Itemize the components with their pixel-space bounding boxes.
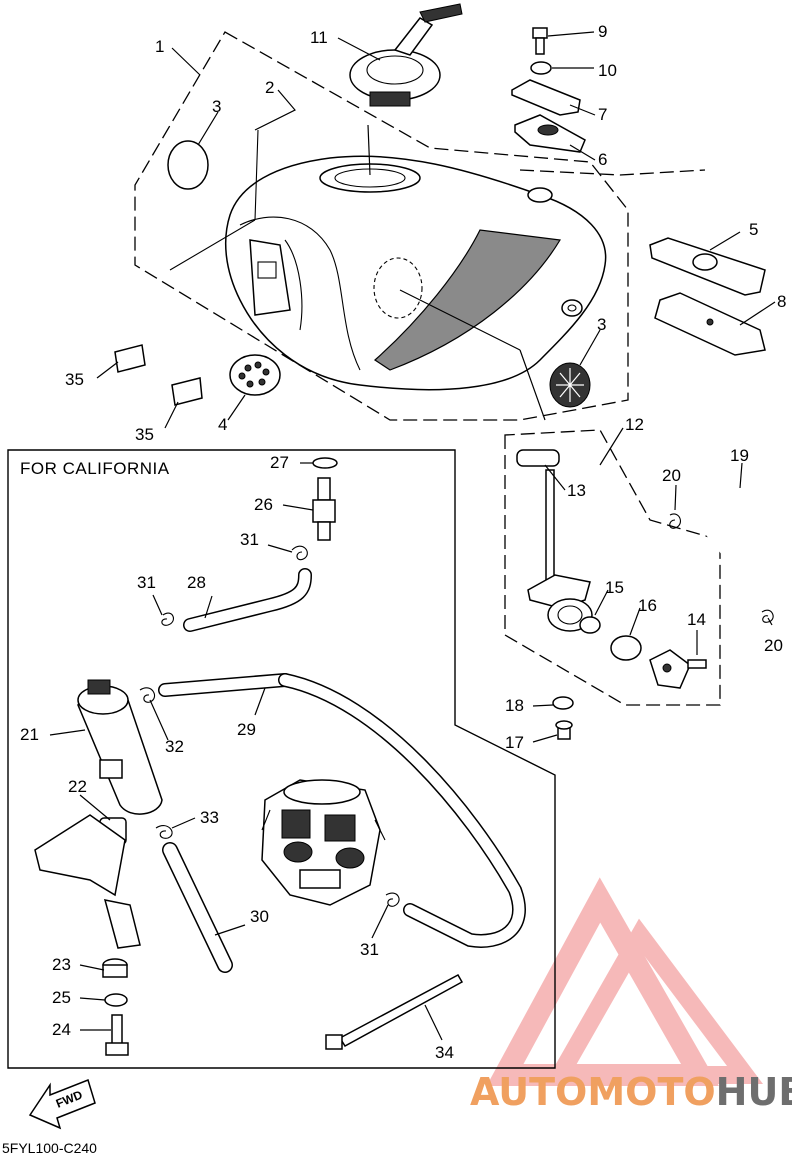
callout-32: 32 (165, 737, 184, 756)
clip-31-upper (291, 545, 308, 561)
callout-22: 22 (68, 777, 87, 796)
callout-9: 9 (598, 22, 607, 41)
callout-17: 17 (505, 733, 524, 752)
damper-strip-8 (654, 292, 766, 356)
fwd-arrow: FWD (28, 1079, 96, 1130)
washer-25 (104, 993, 128, 1007)
watermark-text-auto: AUTO (470, 1070, 587, 1114)
callout-21: 21 (20, 725, 39, 744)
callout-26: 26 (254, 495, 273, 514)
damper-rubber (229, 354, 281, 396)
fuel-filter-26 (312, 477, 336, 541)
seat-bracket-5 (649, 237, 766, 296)
callout-34: 34 (435, 1043, 454, 1062)
clip-33 (155, 825, 173, 839)
gasket-13 (516, 449, 560, 467)
bolt-24 (105, 1014, 129, 1056)
screw-17 (555, 720, 573, 740)
callout-12: 12 (625, 415, 644, 434)
callout-35-lower: 35 (135, 425, 154, 444)
callout-6: 6 (598, 150, 607, 169)
callout-7: 7 (598, 105, 607, 124)
pump-bracket (34, 814, 126, 897)
fuel-tank (224, 155, 607, 391)
callout-3-emblem-left: 3 (212, 97, 221, 116)
callout-30: 30 (250, 907, 269, 926)
callout-25: 25 (52, 988, 71, 1007)
california-box (7, 449, 556, 1069)
callout-20-lower: 20 (764, 636, 783, 655)
watermark: AUTOMOTOHUB (470, 877, 792, 1114)
callout-4: 4 (218, 415, 227, 434)
tank-side-trim (169, 129, 259, 271)
bracket-assembly-boundary (519, 169, 706, 176)
callout-15: 15 (605, 578, 624, 597)
plate-7 (511, 79, 581, 116)
callout-31-upper: 31 (240, 530, 259, 549)
o-ring-15 (579, 616, 601, 634)
fuel-cock-lever-16 (610, 635, 642, 661)
leader-lines (49, 31, 776, 1041)
grommet (527, 187, 553, 203)
callout-35-upper: 35 (65, 370, 84, 389)
callout-numbers: 1 2 3 3 4 5 6 7 8 9 10 11 12 13 14 15 16… (20, 22, 786, 1062)
fuel-cock-assembly-boundary (504, 429, 721, 706)
pad-lower (171, 377, 203, 406)
clip-32 (139, 687, 155, 703)
clip-31-lower (385, 892, 400, 907)
callout-20-upper: 20 (662, 466, 681, 485)
callout-2: 2 (265, 78, 274, 97)
callout-24: 24 (52, 1020, 71, 1039)
callout-1: 1 (155, 37, 164, 56)
callout-31-lower: 31 (360, 940, 379, 959)
callout-8: 8 (777, 292, 786, 311)
fuel-cock-plate (649, 649, 707, 689)
callout-16: 16 (638, 596, 657, 615)
svg-text:AUTOMOTOHUB: AUTOMOTOHUB (470, 1070, 792, 1114)
carburetor (261, 779, 386, 906)
callout-11: 11 (310, 28, 328, 47)
fuel-hose-long (279, 674, 525, 947)
callout-5: 5 (749, 220, 758, 239)
callout-14: 14 (687, 610, 706, 629)
diagram-code: 5FYL100-C240 (2, 1140, 97, 1156)
fuel-pump-21 (77, 679, 163, 815)
watermark-text-moto: MOTO (587, 1070, 715, 1114)
callout-18: 18 (505, 696, 524, 715)
clip-20-lower (761, 609, 774, 623)
clip-31-left (161, 612, 174, 626)
emblem-right (549, 362, 591, 408)
washer-18 (552, 696, 574, 710)
callout-19: 19 (730, 446, 749, 465)
fuel-tank-cap (349, 3, 463, 107)
clip-20-upper (669, 513, 681, 529)
fuel-hose-28 (184, 569, 311, 631)
callout-33: 33 (200, 808, 219, 827)
callout-29: 29 (237, 720, 256, 739)
plate-6 (514, 114, 586, 153)
callout-13: 13 (567, 481, 586, 500)
vent-hose-30 (163, 843, 232, 972)
collar-23 (102, 958, 128, 978)
bolt-9 (532, 27, 548, 55)
watermark-triangle-logo (486, 877, 763, 1086)
collar-10 (530, 61, 552, 75)
callout-3-emblem-right: 3 (597, 315, 606, 334)
fuel-hose-29 (159, 674, 291, 696)
callout-23: 23 (52, 955, 71, 974)
callout-28: 28 (187, 573, 206, 592)
callout-31-left: 31 (137, 573, 156, 592)
emblem-left (167, 140, 209, 190)
callout-27: 27 (270, 453, 289, 472)
callout-10: 10 (598, 61, 617, 80)
pad-upper (114, 344, 146, 373)
tank-assembly-boundary (134, 31, 629, 421)
california-label: FOR CALIFORNIA (20, 459, 170, 478)
watermark-text-hub: HUB (716, 1070, 792, 1114)
o-ring-27 (312, 457, 338, 469)
cable-tie-34 (325, 973, 464, 1050)
